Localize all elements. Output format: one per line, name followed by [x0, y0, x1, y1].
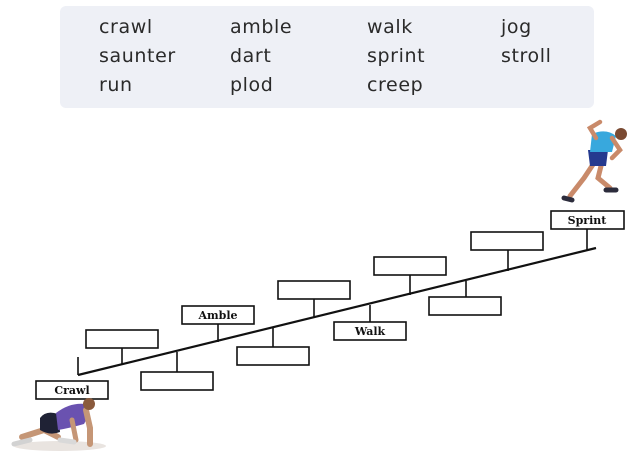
word-bank-item: walk — [367, 16, 413, 38]
word-bank-item: amble — [230, 16, 293, 38]
blank-answer-box[interactable] — [470, 231, 544, 251]
crawl-label: Crawl — [54, 384, 89, 397]
word-bank-item: saunter — [99, 45, 176, 67]
word-bank-item: crawl — [99, 16, 153, 38]
word-bank-item: dart — [230, 45, 272, 67]
scale-box-amble: Amble — [181, 305, 255, 325]
blank-answer-box[interactable] — [140, 371, 214, 391]
sprint-label: Sprint — [568, 214, 608, 227]
blank-answer-box[interactable] — [428, 296, 502, 316]
blank-answer-box[interactable] — [236, 346, 310, 366]
amble-label: Amble — [197, 309, 237, 322]
scale-line — [77, 246, 597, 377]
word-bank-item: run — [99, 74, 133, 96]
blank-answer-box[interactable] — [373, 256, 447, 276]
word-bank-item: creep — [367, 74, 424, 96]
word-bank: crawl amble walk jog saunter dart sprint… — [60, 6, 594, 108]
word-bank-item: jog — [501, 16, 532, 38]
walk-label: Walk — [354, 325, 386, 338]
word-bank-item: sprint — [367, 45, 426, 67]
box-connectors — [77, 229, 588, 375]
sprinting-person-illustration — [561, 119, 627, 203]
blank-answer-box[interactable] — [85, 329, 159, 349]
word-bank-item: plod — [230, 74, 274, 96]
scale-box-sprint: Sprint — [550, 210, 625, 230]
crawling-person-illustration — [11, 398, 106, 451]
word-bank-item: stroll — [501, 45, 552, 67]
scale-box-crawl: Crawl — [35, 380, 109, 400]
blank-answer-box[interactable] — [277, 280, 351, 300]
scale-box-walk: Walk — [333, 321, 407, 341]
